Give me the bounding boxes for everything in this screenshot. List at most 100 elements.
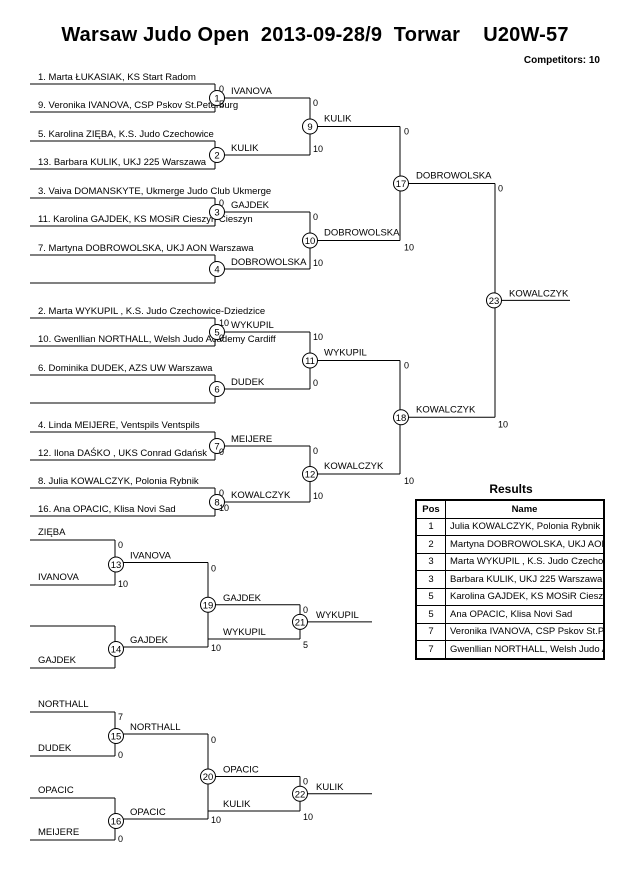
match-number-circle [108,556,124,573]
match-winner: KULIK [324,114,352,125]
score: 10 [303,812,313,822]
score: 0 [313,446,318,456]
match-winner: GAJDEK [130,635,169,646]
match-number: 23 [489,296,500,307]
match-winner: GAJDEK [231,200,270,211]
match-number: 22 [295,789,306,800]
score: 0 [211,564,216,574]
match-winner: MEIJERE [231,434,272,445]
competitor-name: DUDEK [38,743,72,754]
match-number: 5 [214,328,219,339]
match-number-circle [292,613,308,630]
competitor-name: 16. Ana OPACIC, Klisa Novi Sad [38,504,176,515]
match-number-circle [209,90,225,106]
competitor-name: 6. Dominika DUDEK, AZS UW Warszawa [38,363,213,374]
match-number-circle [108,813,124,829]
score: 0 [219,198,224,208]
result-name: Ana OPACIC, Klisa Novi Sad [445,605,605,624]
score: 10 [219,503,229,513]
results-header-name: Name [445,499,605,519]
competitor-name: NORTHALL [38,699,89,710]
match-winner: DOBROWOLSKA [324,228,400,239]
competitor-name: 12. Ilona DAŚKO , UKS Conrad Gdańsk [38,447,207,459]
score: 0 [118,540,123,550]
result-name: Gwenllian NORTHALL, Welsh Judo Academy [445,640,605,659]
match-number: 9 [307,122,312,133]
score: 10 [498,419,508,429]
match-winner: DOBROWOLSKA [416,171,492,182]
results-title: Results [489,482,533,496]
match-number: 2 [214,151,219,162]
match-winner: OPACIC [130,807,166,818]
result-name: Martyna DOBROWOLSKA, UKJ AON Warszawa [445,535,605,554]
score: 0 [404,127,409,137]
result-name: Karolina GAJDEK, KS MOSiR Cieszyn [445,587,605,606]
score: 10 [313,144,323,154]
score: 0 [303,777,308,787]
competitor-name: ZIĘBA [38,527,66,538]
match-winner: KULIK [316,782,344,793]
competitor-name: IVANOVA [38,572,79,583]
result-pos: 2 [415,535,446,554]
result-pos: 3 [415,570,446,589]
score: 0 [219,488,224,498]
competitor-name: MEIJERE [38,827,79,838]
match-number-circle [200,768,216,785]
score: 0 [219,447,224,457]
competitor-name: 5. Karolina ZIĘBA, K.S. Judo Czechowice [38,129,214,140]
score: 10 [118,579,128,589]
match-number-circle [209,147,225,163]
match-winner: KOWALCZYK [324,461,384,472]
match-number: 7 [214,442,219,453]
match-winner: IVANOVA [130,551,171,562]
competitor-name: 9. Veronika IVANOVA, CSP Pskov St.Peterb… [38,100,238,111]
match-winner: KOWALCZYK [231,490,291,501]
score: 10 [219,318,229,328]
match-winner: DUDEK [231,377,265,388]
match-number: 20 [203,772,214,783]
match-number-circle [292,785,308,802]
match-number: 18 [396,413,407,424]
competitors-count: Competitors: 10 [523,55,600,66]
score: 0 [303,605,308,615]
score: 0 [404,361,409,371]
match-number-circle [393,409,409,426]
competitor-name: 4. Linda MEIJERE, Ventspils Ventspils [38,420,200,431]
match-winner: IVANOVA [231,86,272,97]
result-pos: 5 [415,605,446,624]
result-pos: 1 [415,517,446,536]
match-number-circle [302,352,318,369]
score: 0 [118,834,123,844]
match-number-circle [209,438,225,454]
match-number-circle [302,118,318,135]
result-name: Julia KOWALCZYK, Polonia Rybnik [445,517,605,536]
match-number-circle [209,324,225,340]
competitor-name: WYKUPIL [223,627,266,638]
match-number-circle [209,381,225,397]
score: 0 [313,98,318,108]
match-number: 17 [396,179,407,190]
match-number: 1 [214,94,219,105]
match-number-circle [486,292,502,309]
result-name: Veronika IVANOVA, CSP Pskov St.Peterburg [445,622,605,641]
match-number: 16 [111,817,122,828]
match-number: 11 [305,356,315,367]
match-winner: OPACIC [223,765,259,776]
results-header-row: Pos Name [415,499,605,519]
match-number-circle [302,232,318,249]
match-winner: WYKUPIL [324,348,367,359]
match-winner: KOWALCZYK [509,288,569,299]
results-header-pos: Pos [415,499,446,519]
score: 0 [313,378,318,388]
score: 0 [211,735,216,745]
score: 10 [211,815,221,825]
competitor-name: 13. Barbara KULIK, UKJ 225 Warszawa [38,157,207,168]
match-number: 15 [111,732,122,743]
competitor-name: 7. Martyna DOBROWOLSKA, UKJ AON Warszawa [38,243,254,254]
